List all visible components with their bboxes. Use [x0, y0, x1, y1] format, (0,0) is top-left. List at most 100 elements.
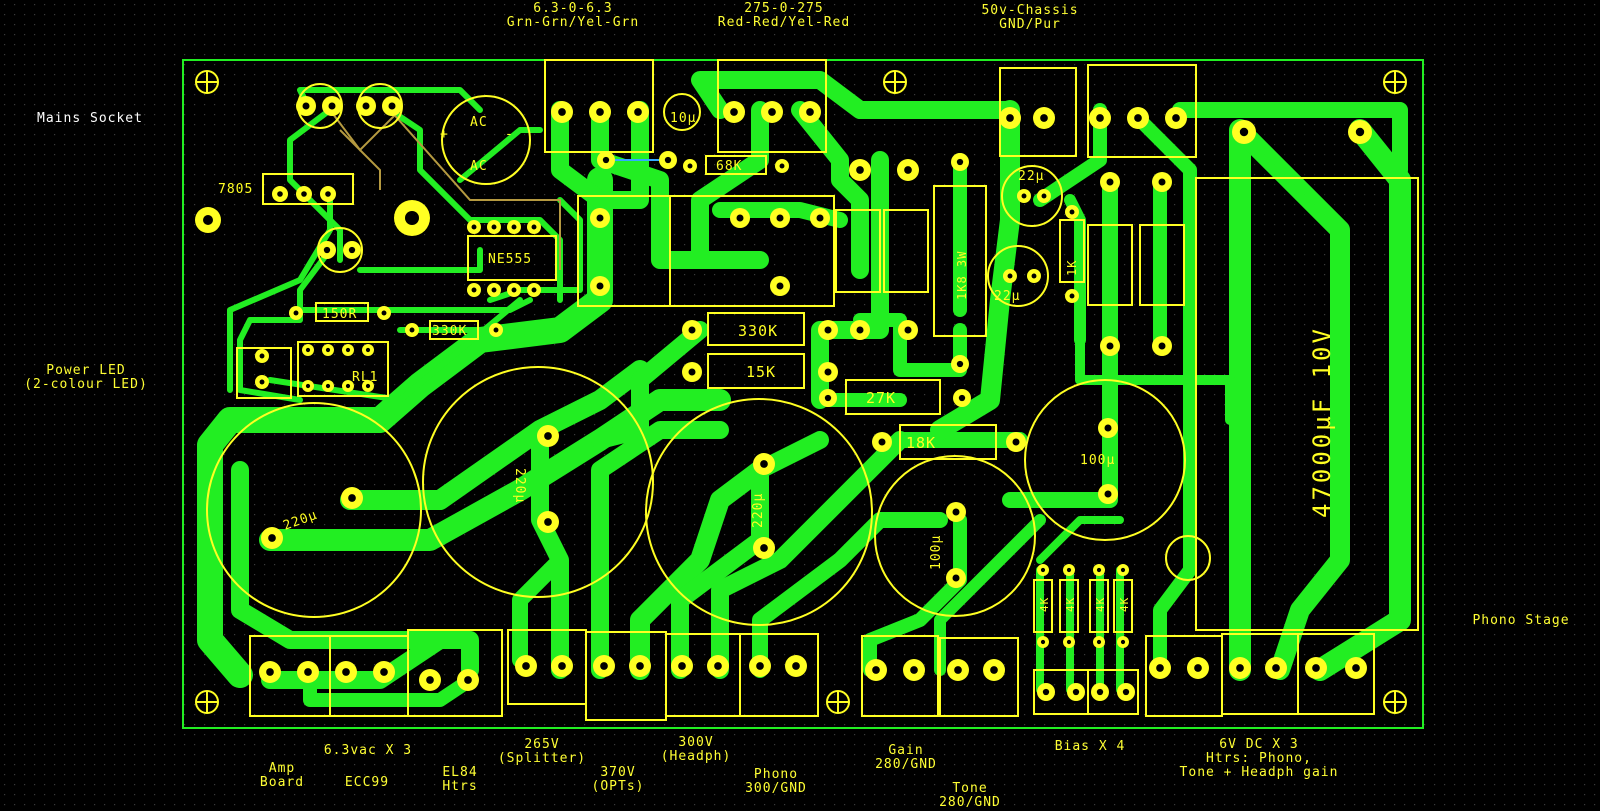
- pad-hole: [688, 326, 696, 334]
- pad-hole: [345, 383, 351, 389]
- pad-hole: [688, 368, 696, 376]
- pad-hole: [1352, 664, 1360, 672]
- pad-hole: [277, 191, 283, 197]
- label-amp-board: Amp Board: [259, 761, 305, 790]
- pad-hole: [362, 102, 370, 110]
- label-47000: 47000µF 10V: [1308, 326, 1336, 518]
- mount-hole-br: [1383, 690, 1407, 714]
- pad-hole: [1272, 664, 1280, 672]
- pad-hole: [464, 676, 472, 684]
- label-15k: 15K: [746, 363, 776, 381]
- label-4k-1: 4K: [1038, 597, 1051, 612]
- pad-hole: [491, 224, 497, 230]
- pad-hole: [904, 166, 912, 174]
- pad-hole: [1069, 209, 1075, 215]
- pad-hole: [958, 394, 966, 402]
- pad-hole: [779, 163, 785, 169]
- label-150r: 150R: [322, 307, 357, 322]
- pad-hole: [768, 108, 776, 116]
- pad-hole: [990, 666, 998, 674]
- pad-hole: [1106, 342, 1114, 350]
- pad-hole: [910, 666, 918, 674]
- pad-hole: [304, 668, 312, 676]
- pad-hole: [511, 287, 517, 293]
- pad-hole: [856, 166, 864, 174]
- pad-hole: [325, 383, 331, 389]
- pad-hole: [1120, 639, 1126, 645]
- pad-hole: [600, 662, 608, 670]
- pad-hole: [602, 156, 610, 164]
- pad-hole: [1069, 293, 1075, 299]
- pad-hole: [1041, 193, 1047, 199]
- label-plus: +: [440, 127, 449, 142]
- pad-hole: [736, 214, 744, 222]
- mount-hole-tl: [195, 70, 219, 94]
- pad-hole: [558, 108, 566, 116]
- thin-signal-tracks: [329, 109, 561, 270]
- label-chassis: 50v-Chassis GND/Pur: [981, 3, 1079, 32]
- pad-hole: [1066, 639, 1072, 645]
- pad-hole: [1006, 114, 1014, 122]
- pad-hole: [756, 662, 764, 670]
- pad-hole: [878, 438, 886, 446]
- pad-hole: [388, 102, 396, 110]
- pad-hole: [1040, 114, 1048, 122]
- pad-hole: [328, 102, 336, 110]
- pad-hole: [1031, 273, 1037, 279]
- pad-hole: [323, 246, 331, 254]
- label-1k8: 1K8 3W: [955, 251, 969, 300]
- label-330k-small: 330K: [432, 324, 467, 339]
- label-4k-4: 4K: [1118, 597, 1131, 612]
- pad-hole: [1106, 178, 1114, 186]
- label-330k: 330K: [738, 322, 778, 340]
- pad-hole: [259, 353, 265, 359]
- pad-hole: [1096, 688, 1104, 696]
- pad-hole: [544, 518, 552, 526]
- pad-hole: [268, 534, 276, 542]
- pad-hole: [760, 460, 768, 468]
- component-pads: [255, 96, 1372, 701]
- mount-hole-tr: [1383, 70, 1407, 94]
- pad-hole: [380, 668, 388, 676]
- pad-hole: [259, 379, 265, 385]
- pad-hole: [806, 108, 814, 116]
- pad-hole: [305, 347, 311, 353]
- pad-hole: [954, 666, 962, 674]
- pad-hole: [872, 666, 880, 674]
- pad-hole: [471, 287, 477, 293]
- label-mains-socket: Mains Socket: [37, 111, 143, 126]
- label-265v: 265V (Splitter): [497, 737, 587, 766]
- pad-hole: [365, 347, 371, 353]
- label-1k: 1K: [1065, 260, 1079, 276]
- pad-hole: [816, 214, 824, 222]
- pad-hole: [1042, 688, 1050, 696]
- pad-hole: [1096, 114, 1104, 122]
- pad-hole: [544, 432, 552, 440]
- pad-hole: [1012, 438, 1020, 446]
- label-4k-3: 4K: [1094, 597, 1107, 612]
- label-22u-top: 22µ: [1018, 169, 1044, 184]
- mount-hole-bl: [195, 690, 219, 714]
- label-ht-transformer: 275-0-275 Red-Red/Yel-Red: [717, 1, 851, 30]
- label-100u-2: 100µ: [1080, 453, 1115, 468]
- pad-hole: [776, 214, 784, 222]
- pad-hole: [511, 224, 517, 230]
- label-ne555: NE555: [488, 252, 532, 267]
- pad-hole: [596, 108, 604, 116]
- pad-hole: [1007, 273, 1013, 279]
- pad-hole: [596, 282, 604, 290]
- pad-hole: [409, 327, 415, 333]
- pad-hole: [1158, 178, 1166, 186]
- pad-hole: [1158, 342, 1166, 350]
- label-gain: Gain 280/GND: [875, 743, 937, 772]
- label-18k: 18K: [906, 434, 936, 452]
- pad-hole: [1156, 664, 1164, 672]
- mount-hole-bm: [826, 690, 850, 714]
- label-minus: -: [505, 127, 514, 142]
- pad-hole: [491, 287, 497, 293]
- pad-hole: [381, 310, 387, 316]
- pad-hole: [760, 544, 768, 552]
- pad-hole: [426, 676, 434, 684]
- pad-hole: [531, 224, 537, 230]
- label-68k: 68K: [716, 159, 742, 174]
